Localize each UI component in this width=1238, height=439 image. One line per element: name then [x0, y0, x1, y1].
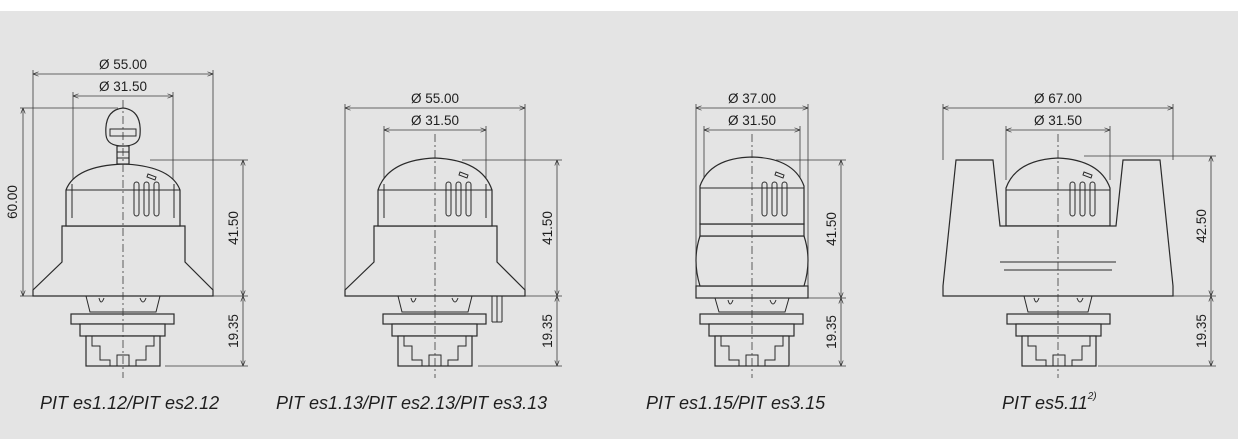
- caption-es1-15: PIT es1.15/PIT es3.15: [646, 393, 826, 413]
- body-height-label: 41.50: [226, 211, 241, 245]
- base-height-label: 19.35: [540, 314, 555, 348]
- device-body: [32, 107, 214, 367]
- overall-height-label: 60.00: [5, 185, 20, 219]
- caption-text: PIT es5.11: [1002, 393, 1088, 413]
- base-height-label: 19.35: [824, 315, 839, 349]
- inner-diameter-label: Ø 31.50: [411, 113, 459, 128]
- device-body: [942, 157, 1174, 367]
- body-height-label: 41.50: [540, 211, 555, 245]
- outer-diameter-label: Ø 55.00: [99, 57, 147, 72]
- outer-diameter-label: Ø 55.00: [411, 91, 459, 106]
- drawing-es5-11: Ø 67.00 Ø 31.50 42.50 19.35: [942, 91, 1216, 378]
- caption-es5-11: PIT es5.112): [1002, 391, 1097, 414]
- inner-diameter-label: Ø 31.50: [728, 113, 776, 128]
- drawing-es1-13: Ø 55.00 Ø 31.50 41.50 19.35: [344, 91, 562, 378]
- caption-es1-13: PIT es1.13/PIT es2.13/PIT es3.13: [276, 393, 548, 413]
- body-height-label: 42.50: [1194, 209, 1209, 243]
- body-height-label: 41.50: [824, 212, 839, 246]
- outer-diameter-label: Ø 37.00: [728, 91, 776, 106]
- inner-diameter-label: Ø 31.50: [1034, 113, 1082, 128]
- inner-diameter-label: Ø 31.50: [99, 79, 147, 94]
- device-body: [344, 157, 526, 367]
- base-height-label: 19.35: [1194, 314, 1209, 348]
- caption-es1-12: PIT es1.12/PIT es2.12: [40, 393, 220, 413]
- outer-diameter-label: Ø 67.00: [1034, 91, 1082, 106]
- base-height-label: 19.35: [226, 314, 241, 348]
- caption-footnote: 2): [1087, 391, 1097, 402]
- drawing-es1-12: Ø 55.00 Ø 31.50 60.00 41.50 19.35: [5, 57, 248, 378]
- drawing-es1-15: Ø 37.00 Ø 31.50 41.50 19.35: [695, 91, 846, 378]
